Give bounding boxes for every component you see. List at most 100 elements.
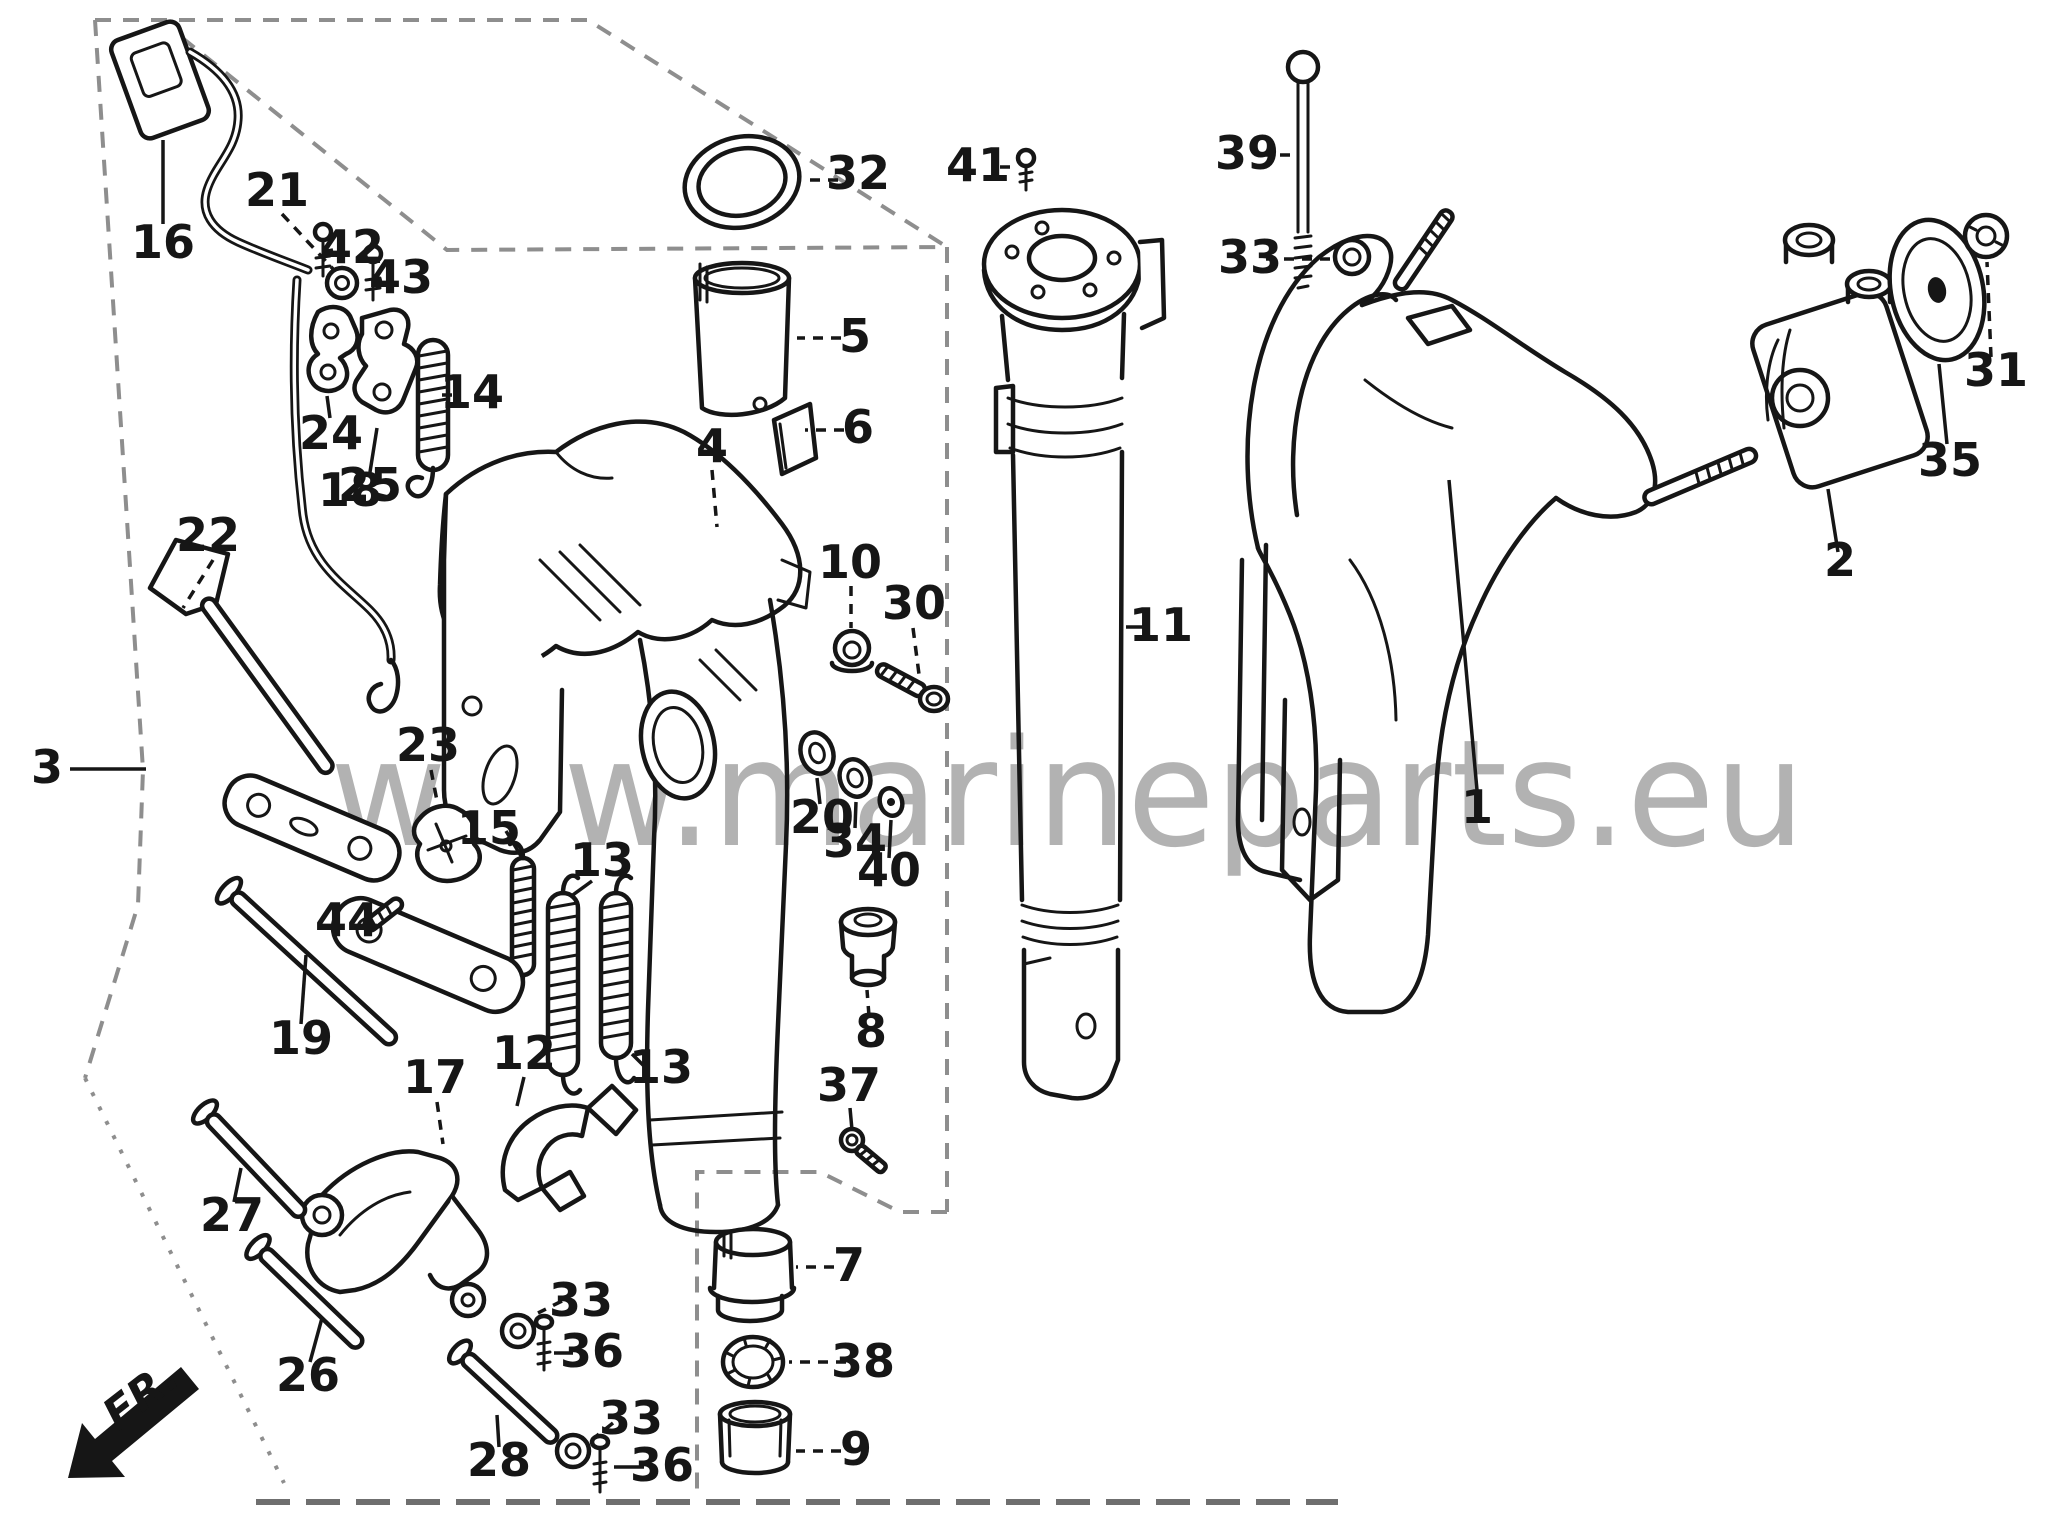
part-label-11: 11 [1129,598,1193,652]
part-label-30: 30 [882,576,946,630]
part-10-nut [829,628,875,674]
part-39-bolt [1285,49,1321,290]
part-23-cam [411,803,482,884]
part-26-pin [244,1232,365,1350]
part-label-12: 12 [492,1026,556,1080]
leader-line-28 [495,1414,501,1448]
leader-line-15 [504,830,523,857]
part-4-swivel-case [437,419,812,1235]
leader-line-2 [1826,488,1840,553]
part-22-pin [147,537,335,776]
part-label-13: 13 [570,833,634,887]
assembly-boundary [83,18,1338,1505]
part-label-13: 13 [629,1040,693,1094]
part-1-mounting-frame [1235,208,1759,1015]
part-label-31: 31 [1964,343,2028,397]
leader-line-30 [911,627,922,683]
part-label-5: 5 [839,309,871,363]
part-label-14: 14 [440,365,504,419]
leader-line-27 [232,1167,243,1203]
part-35-washer-disc [1887,217,1987,363]
part-label-40: 40 [857,843,921,897]
leader-line-43 [371,278,383,284]
part-label-41: 41 [946,138,1010,192]
part-34-washer [837,757,873,799]
part-16-grip-lever [108,19,313,275]
part-6-key [771,401,819,477]
part-label-16: 16 [131,215,195,269]
part-label-43: 43 [369,250,433,304]
leader-line-13 [568,879,594,899]
part-7-bushing [707,1226,797,1324]
part-label-1: 1 [1461,780,1493,834]
part-36-bolt-b [589,1433,611,1494]
part-44-pin [362,896,405,933]
part-label-26: 26 [276,1348,340,1402]
part-24-bracket [306,304,360,394]
fr-direction-arrow: FR. [68,1350,199,1478]
part-label-20: 20 [790,790,854,844]
leader-line-4 [710,469,719,528]
part-33-nut-a [499,1312,537,1350]
part-label-6: 6 [842,400,874,454]
leader-line-20 [815,777,822,805]
part-label-38: 38 [831,1334,895,1388]
part-label-28: 28 [467,1433,531,1487]
part-label-4: 4 [696,419,728,473]
part-43-bolt [362,243,384,302]
part-label-7: 7 [833,1238,865,1292]
leader-line-24 [325,395,332,419]
part-37-bolt [838,1126,888,1175]
part-21-bushing [324,265,360,301]
part-label-21: 21 [245,163,309,217]
part-label-39: 39 [1215,126,1279,180]
part-13-spring-b [598,873,637,1085]
part-17-arm [299,1149,490,1319]
leader-line-33 [592,1421,615,1440]
part-40-washer [877,786,905,818]
part-19-link-assembly [214,773,526,1047]
part-label-37: 37 [817,1058,881,1112]
part-20-washer [798,730,836,776]
part-label-23: 23 [396,718,460,772]
part-label-33: 33 [549,1273,613,1327]
leader-line-13 [630,1052,650,1072]
part-label-2: 2 [1824,533,1856,587]
watermark-text: www.marineparts.eu [330,708,1805,880]
leader-line-19 [299,954,308,1025]
leader-line-31 [1985,261,1993,358]
part-label-15: 15 [457,801,521,855]
part-5-bushing [692,260,792,418]
part-25-bracket [352,307,420,415]
part-33-nut-b [554,1432,592,1470]
part-label-25: 25 [338,458,402,512]
part-13-spring-a [545,873,583,1096]
part-label-36: 36 [630,1438,694,1492]
part-label-19: 19 [269,1011,333,1065]
part-label-44: 44 [315,893,379,947]
part-41-bolt [1015,147,1037,192]
leader-line-18 [371,491,393,500]
leader-line-21 [280,212,336,272]
part-14-spring [405,337,451,499]
leader-line-35 [1937,363,1949,445]
leader-line-22 [181,559,215,609]
part-label-36: 36 [560,1324,624,1378]
part-label-42: 42 [320,220,384,274]
part-18-rod [289,275,401,714]
part-12-clevis [500,1083,639,1213]
leader-line-8 [865,989,871,1017]
leader-line-23 [429,769,440,807]
part-42-bolt [312,221,334,278]
part-2-rubber-mount [1750,222,1930,490]
part-label-9: 9 [840,1422,872,1476]
part-label-27: 27 [200,1188,264,1242]
leader-line-1 [1447,479,1479,791]
part-label-32: 32 [826,146,890,200]
part-9-bushing-cup [717,1399,793,1476]
leader-line-25 [368,427,379,473]
part-28-pin [446,1338,560,1445]
leader-line-37 [848,1107,854,1131]
part-label-3: 3 [31,740,63,794]
